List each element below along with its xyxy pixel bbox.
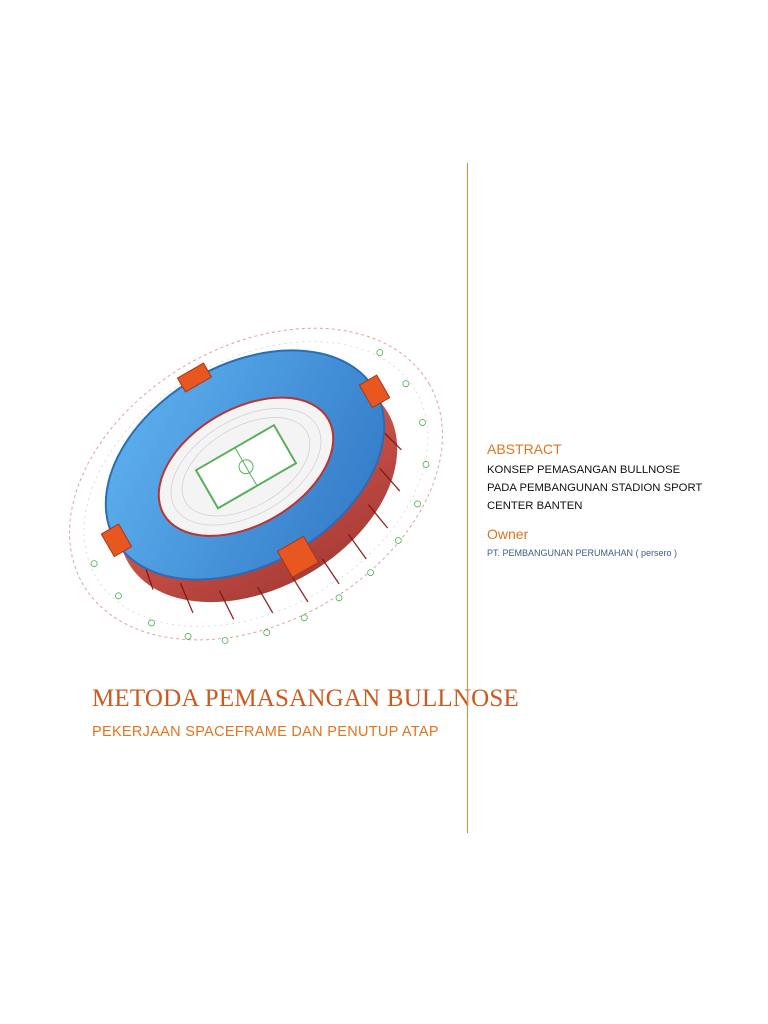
owner-label: Owner <box>487 526 529 542</box>
abstract-panel: ABSTRACT KONSEP PEMASANGAN BULLNOSE PADA… <box>487 440 727 559</box>
vertical-divider <box>467 163 468 833</box>
owner-text: PT. PEMBANGUNAN PERUMAHAN ( persero ) <box>487 548 678 558</box>
stadium-illustration <box>40 255 450 670</box>
abstract-label: ABSTRACT <box>487 441 562 457</box>
document-title: METODA PEMASANGAN BULLNOSE <box>92 685 519 712</box>
document-subtitle: PEKERJAAN SPACEFRAME DAN PENUTUP ATAP <box>92 724 439 740</box>
abstract-text: KONSEP PEMASANGAN BULLNOSE PADA PEMBANGU… <box>487 464 703 512</box>
stadium-bullnose-icon <box>69 327 443 644</box>
